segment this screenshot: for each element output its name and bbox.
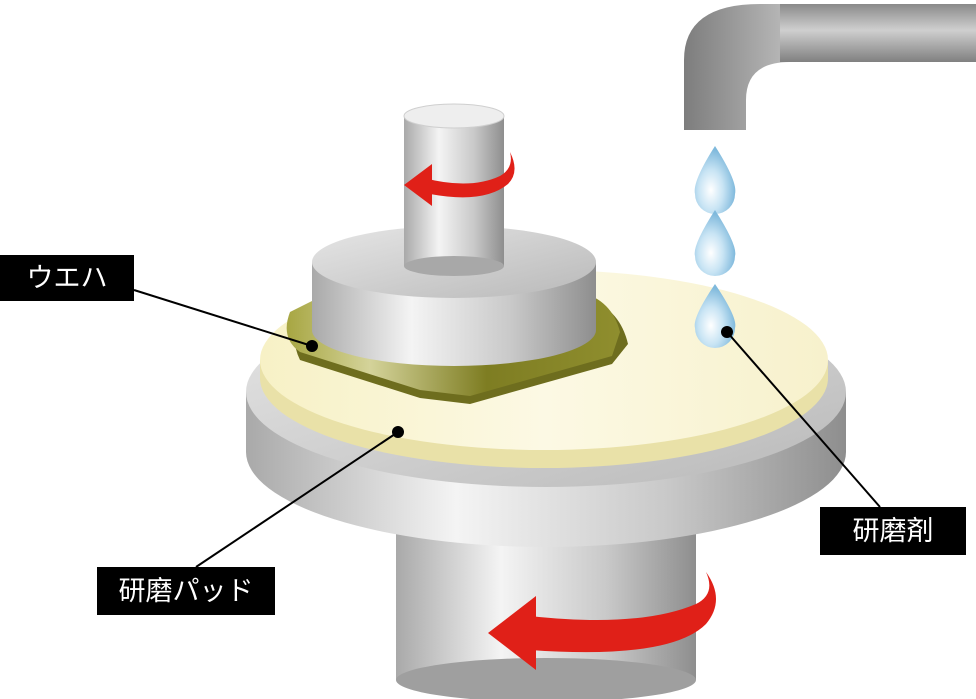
polishing-pad-label: 研磨パッド <box>97 567 275 615</box>
wafer-label: ウエハ <box>0 255 134 301</box>
rotation-arrow-icon <box>488 572 716 670</box>
slurry-nozzle <box>684 4 976 130</box>
leader-line-wafer <box>133 289 318 352</box>
droplet-icon <box>694 210 736 276</box>
droplet-icon <box>694 146 736 214</box>
leader-line-slurry <box>721 326 881 508</box>
leader-line-pad <box>195 426 404 568</box>
rotation-arrow-icon <box>404 152 515 206</box>
slurry-label: 研磨剤 <box>820 507 966 555</box>
